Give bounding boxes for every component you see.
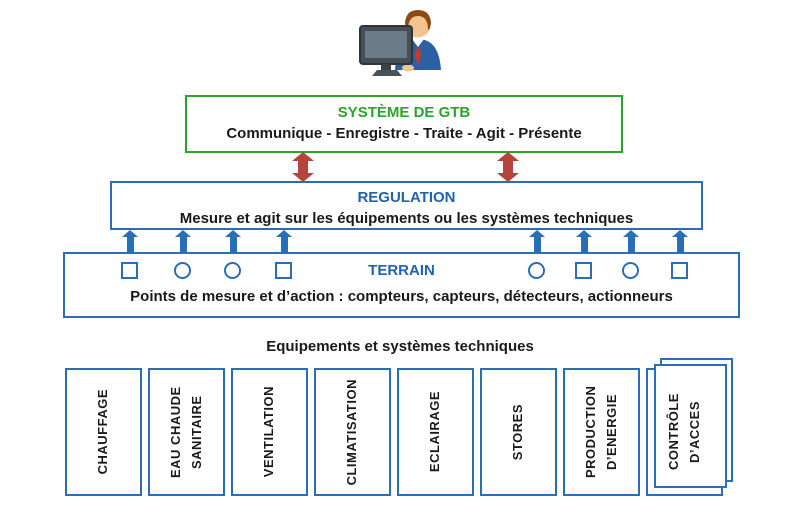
sensor-circle-icon [622,262,639,279]
equipment-label: CHAUFFAGE [95,389,111,475]
sensor-square-icon [575,262,592,279]
regulation-subtitle: Mesure et agit sur les équipements ou le… [179,210,634,227]
equipment-box-climatisation: CLIMATISATION [314,368,391,496]
equipment-box-chauffage: CHAUFFAGE [65,368,142,496]
person-at-computer-graphic [359,10,441,76]
double-arrow-icon [497,152,519,182]
sensor-circle-icon [528,262,545,279]
gtb-subtitle: Communique - Enregistre - Traite - Agit … [226,125,582,142]
equipment-row: CHAUFFAGE EAU CHAUDE SANITAIRE VENTILATI… [65,358,733,496]
person-at-computer-icon [352,6,452,94]
equipment-label: CONTRÔLE D’ACCES [665,393,702,471]
sensor-circle-icon [174,262,191,279]
equipment-box-stores: STORES [480,368,557,496]
equipment-box-eau-chaude-sanitaire: EAU CHAUDE SANITAIRE [148,368,225,496]
terrain-subtitle: Points de mesure et d’action : compteurs… [130,288,673,305]
terrain-box: TERRAIN Points de mesure et d’action : c… [63,252,740,318]
equipment-label: EAU CHAUDE SANITAIRE [167,386,204,478]
equipment-label: ECLAIRAGE [427,391,443,473]
equipment-heading: Equipements et systèmes techniques [266,338,534,355]
sensor-square-icon [275,262,292,279]
equipment-box-ventilation: VENTILATION [231,368,308,496]
sensor-square-icon [671,262,688,279]
terrain-title: TERRAIN [368,262,435,279]
gtb-box: SYSTÈME DE GTB Communique - Enregistre -… [185,95,623,153]
equipment-box-eclairage: ECLAIRAGE [397,368,474,496]
equipment-box-production-energie: PRODUCTION D’ENERGIE [563,368,640,496]
double-arrow-icon [292,152,314,182]
regulation-title: REGULATION [357,189,456,206]
equipment-box-controle-acces: CONTRÔLE D’ACCES [646,358,733,496]
sensor-square-icon [121,262,138,279]
regulation-box: REGULATION Mesure et agit sur les équipe… [110,181,703,230]
gtb-title: SYSTÈME DE GTB [337,104,471,121]
equipment-label: PRODUCTION D’ENERGIE [582,385,619,479]
equipment-label: VENTILATION [261,386,277,478]
equipment-label: CLIMATISATION [344,378,360,486]
equipment-label: STORES [510,403,526,461]
sensor-circle-icon [224,262,241,279]
